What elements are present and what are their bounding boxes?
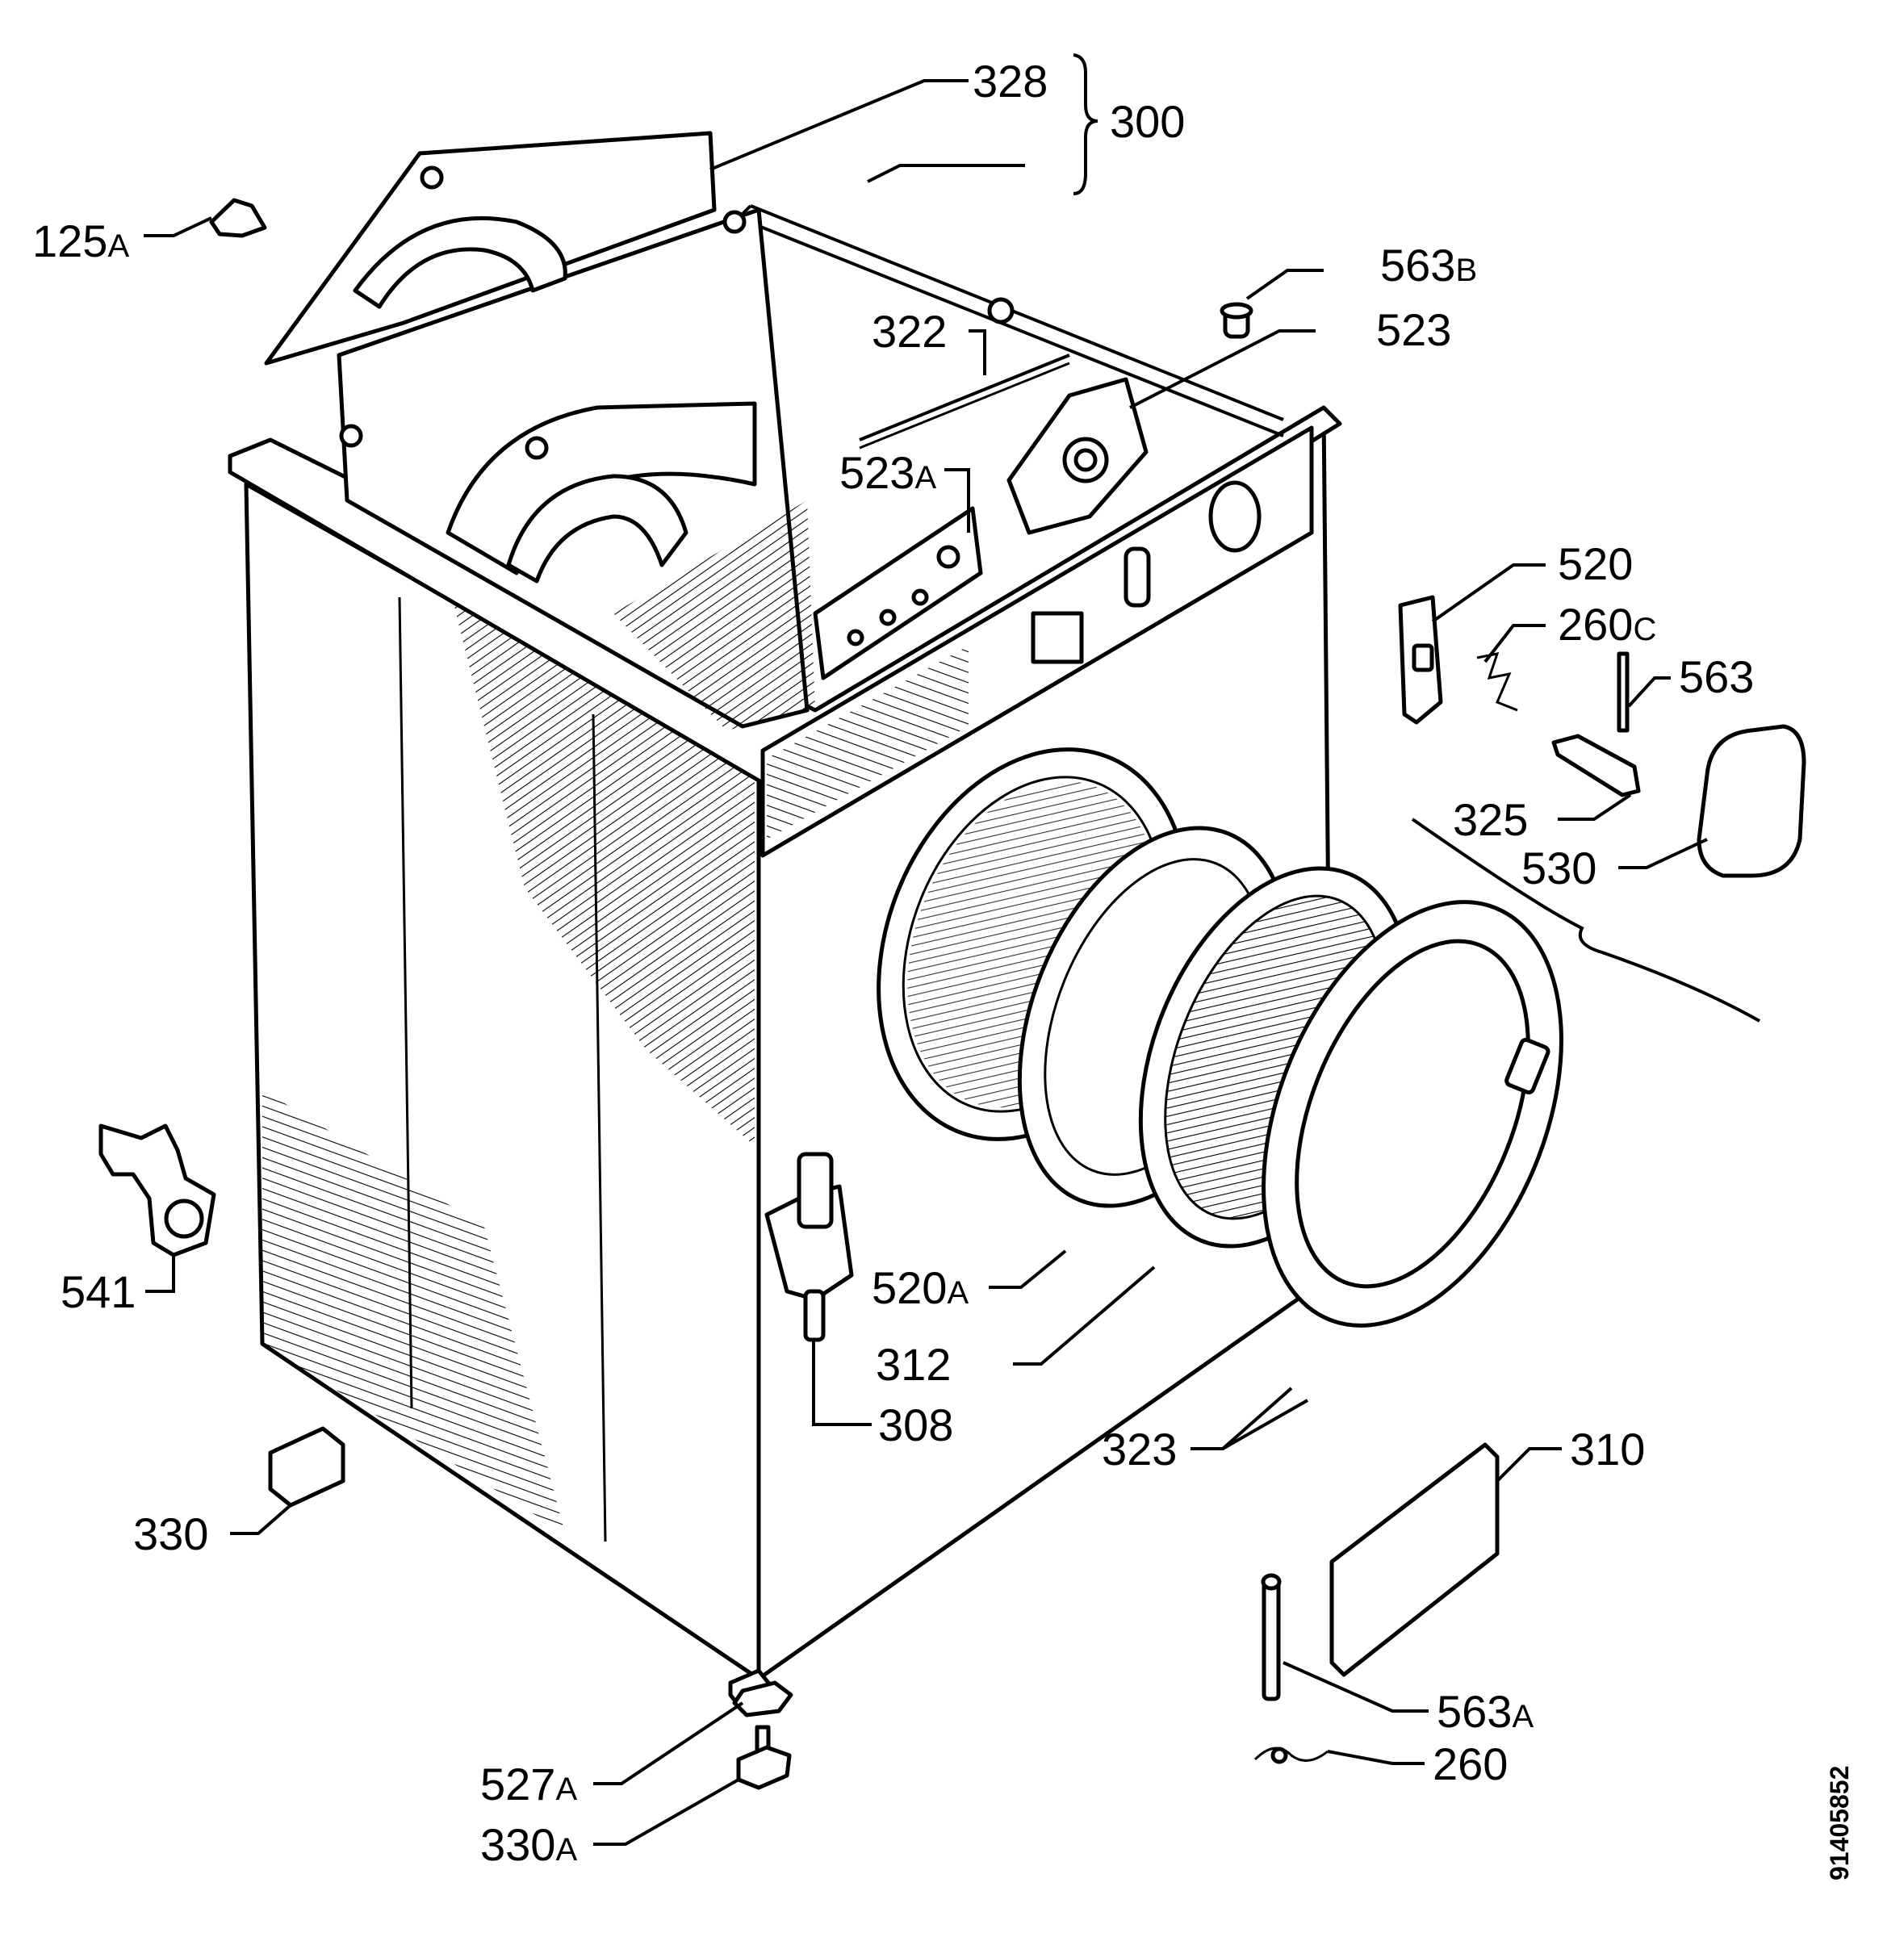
tie-rod	[859, 354, 1070, 441]
label-300: 300	[1110, 96, 1185, 147]
pin-563	[1617, 651, 1630, 733]
valve-541	[98, 1123, 216, 1257]
door-lock-520	[1398, 595, 1443, 725]
label-523: 523	[1376, 304, 1451, 355]
label-328: 328	[973, 56, 1048, 107]
label-530: 530	[1521, 843, 1596, 893]
foot-pad-330	[268, 1426, 345, 1508]
cabinet	[228, 131, 1342, 1713]
interior-shading	[613, 500, 815, 730]
filter-cover-310	[1329, 1442, 1500, 1677]
label-125a: 125A	[32, 215, 129, 266]
label-541: 541	[61, 1266, 136, 1317]
panel-slot	[1124, 546, 1151, 608]
drawing-number: 91405852	[1825, 1766, 1854, 1881]
label-323: 323	[1102, 1424, 1177, 1475]
label-563b: 563B	[1380, 240, 1477, 291]
foot-330a	[736, 1725, 792, 1790]
plug-563b	[1220, 302, 1253, 339]
panel-switch-hole	[1031, 611, 1084, 664]
door-assembly	[1017, 826, 1563, 1328]
label-330a: 330A	[480, 1819, 577, 1870]
lever-325	[1551, 734, 1641, 797]
label-308: 308	[878, 1399, 953, 1450]
label-260: 260	[1433, 1738, 1508, 1789]
label-260c: 260C	[1558, 599, 1656, 650]
dispenser-opening	[1208, 480, 1262, 553]
label-310: 310	[1570, 1424, 1645, 1475]
label-563: 563	[1679, 651, 1754, 702]
label-325: 325	[1453, 794, 1528, 845]
spring-260c	[1476, 652, 1518, 712]
label-527a: 527A	[480, 1759, 577, 1809]
panel-shading	[767, 646, 969, 839]
label-312: 312	[876, 1339, 951, 1390]
label-330: 330	[133, 1508, 208, 1559]
label-520a: 520A	[872, 1262, 969, 1313]
label-520: 520	[1558, 538, 1633, 589]
cabinet-left-shading	[262, 1090, 565, 1533]
label-523a: 523A	[839, 447, 936, 498]
door-handle-slot	[1504, 1037, 1550, 1094]
rod-563a	[1261, 1573, 1282, 1701]
label-322: 322	[872, 306, 947, 357]
leader-lines	[144, 53, 1708, 1846]
nut-527a	[732, 1680, 793, 1717]
label-563a: 563A	[1437, 1686, 1534, 1737]
break-line	[1411, 818, 1760, 1023]
cover-530	[1697, 724, 1806, 878]
part-labels: 328 300 125A 563B 322 523 523A 520 260C …	[32, 56, 1854, 1881]
spring-260	[1253, 1747, 1329, 1762]
clip-125a	[209, 198, 267, 238]
